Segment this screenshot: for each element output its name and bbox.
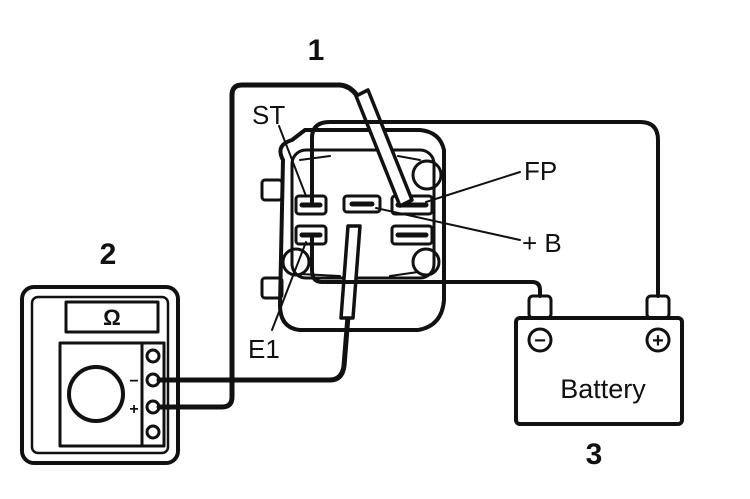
ohmmeter-minus-label: − [129,373,138,390]
relay-pins [299,201,429,238]
ohmmeter-jack-4 [145,424,161,440]
leader-plus-b [375,207,521,241]
battery-positive-symbol: + [652,330,664,352]
ohm-symbol-label: Ω [103,305,121,330]
relay-mount-ear-bottom [260,276,284,300]
relay-housing [278,128,446,332]
battery [514,294,684,426]
ohmmeter-jack-panel [140,341,166,448]
relay-slot-plus-b [342,194,382,214]
battery-label: Battery [560,374,646,404]
lead-ohmmeter-negative [156,313,351,383]
ohmmeter-jack-1 [145,348,161,364]
leader-st [278,125,307,197]
callout-number-ohmmeter: 2 [100,238,117,271]
ohmmeter-plus-label: + [129,401,138,418]
battery-negative-symbol: − [534,330,546,352]
wiring [156,82,660,410]
leader-e1 [271,241,307,331]
battery-post-positive [645,294,671,320]
jumper-battery-negative-to-e1 [310,233,542,298]
relay-mount-ear-top [260,178,284,202]
ohmmeter-body [20,285,180,465]
battery-negative-symbol-ring [527,327,553,353]
relay-slot-lower-right [390,224,434,246]
relay-connector-face [290,148,436,280]
terminal-label-st: ST [252,100,285,130]
battery-case [514,316,684,426]
terminal-label-fp: FP [524,156,557,186]
jumper-battery-positive-to-st [310,120,660,298]
probe-fp [354,88,414,208]
ohmmeter-dial-knob [67,365,125,423]
terminal-label-plus-b: + B [522,228,562,258]
battery-post-negative [527,294,553,320]
callout-number-relay: 1 [308,34,325,67]
probe-plus-b [339,224,362,320]
relay-boss-top-right [411,159,443,191]
relay [260,128,446,332]
ohmmeter [20,285,180,465]
callout-number-battery: 3 [586,438,603,471]
leader-fp [425,171,521,203]
relay-shading [299,155,421,277]
battery-positive-symbol-ring [645,327,671,353]
relay-boss-bottom-left [281,247,311,277]
ohmmeter-display [64,300,160,334]
lead-ohmmeter-positive [156,82,363,410]
relay-boss-bottom-right [411,247,441,277]
terminal-label-e1: E1 [248,334,280,364]
ohmmeter-inner-frame [30,295,170,455]
